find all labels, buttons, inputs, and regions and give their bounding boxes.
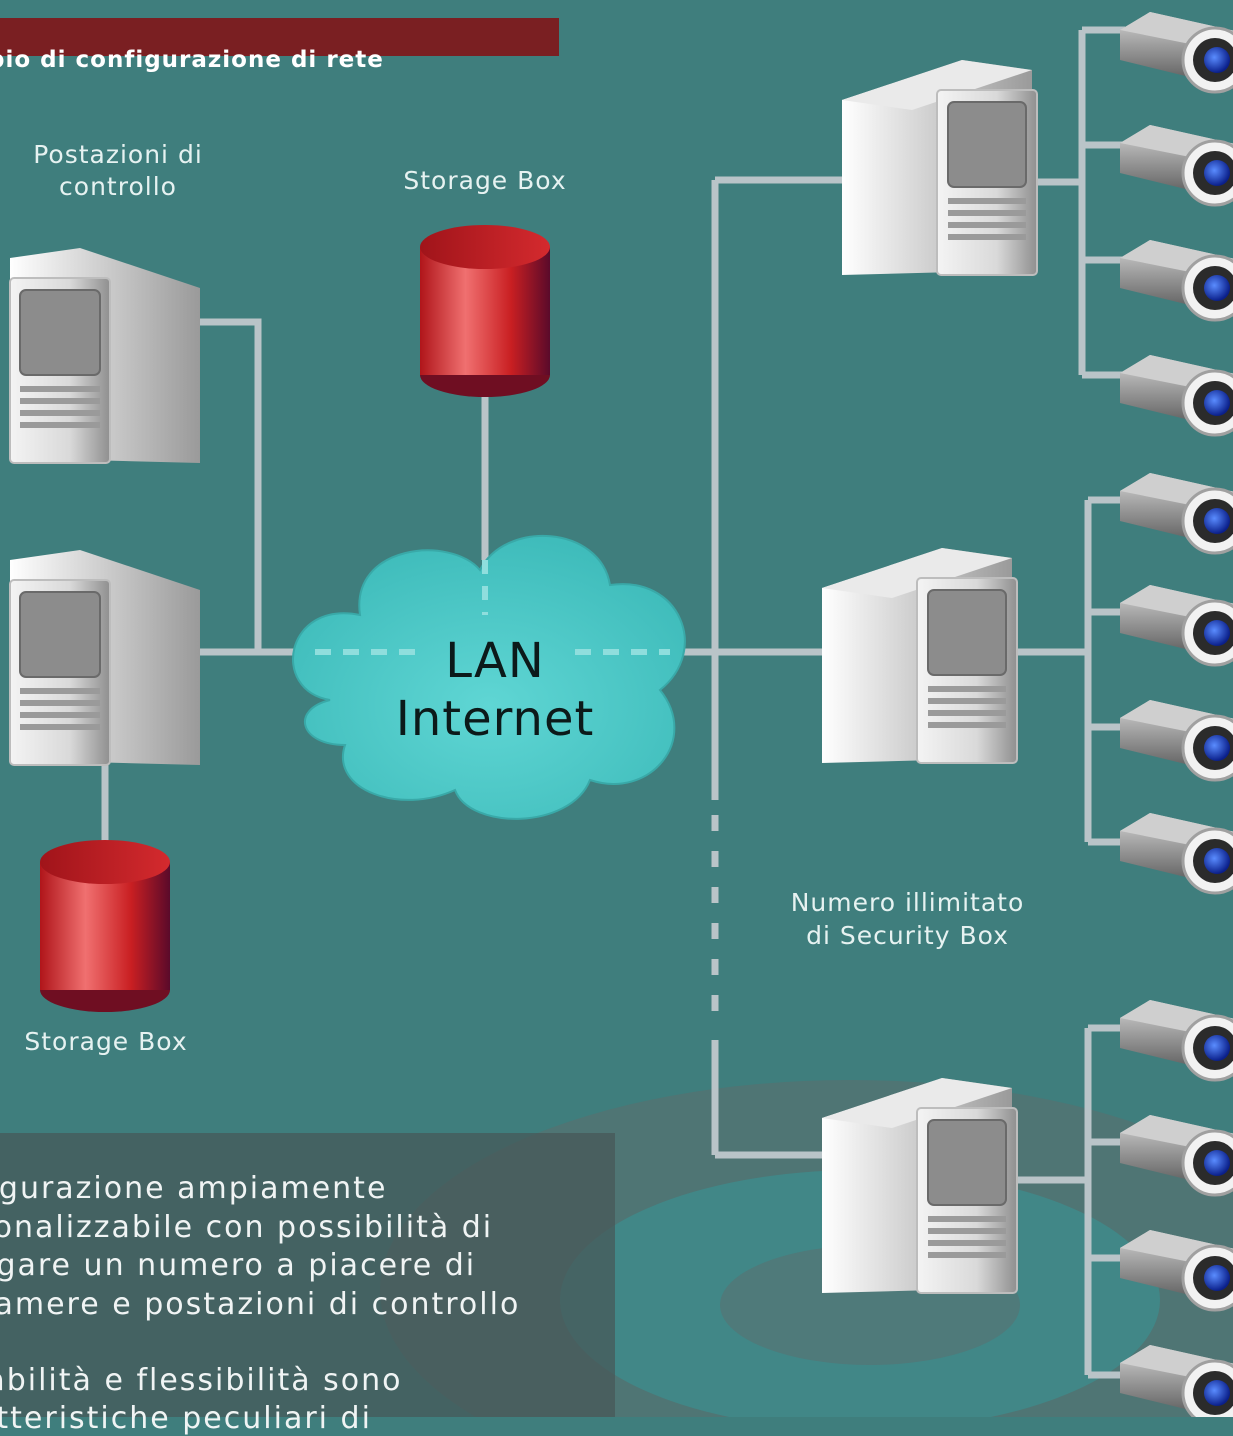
description-panel: figurazione ampiamente sonalizzabile con…	[0, 1133, 615, 1436]
cloud-label: LAN Internet	[370, 632, 620, 748]
control-stations-label-1: Postazioni di	[33, 140, 203, 169]
security-box-2	[821, 547, 1018, 764]
description-line: egare un numero a piacere di	[0, 1248, 477, 1283]
camera-icon	[1118, 123, 1233, 207]
storage-box-top-label: Storage Box	[403, 166, 567, 195]
security-boxes-label-1: Numero illimitato	[790, 888, 1025, 917]
cloud-label-internet: Internet	[395, 691, 595, 747]
control-station-1	[9, 247, 201, 464]
camera-icon	[1118, 583, 1233, 667]
camera-icon	[1118, 811, 1233, 895]
security-boxes-label-2: di Security Box	[806, 921, 1009, 950]
lan-cloud	[292, 534, 686, 820]
connectors	[101, 26, 1125, 1379]
description-line: figurazione ampiamente	[0, 1171, 388, 1206]
storage-box-bottom-label: Storage Box	[24, 1027, 188, 1056]
description-line: camere e postazioni di controllo	[0, 1287, 521, 1322]
security-box-1	[841, 59, 1038, 276]
camera-icon	[1118, 10, 1233, 94]
control-stations-label-2: controllo	[59, 172, 177, 201]
camera-icon	[1118, 353, 1233, 437]
control-station-2	[9, 549, 201, 766]
camera-icon	[1118, 471, 1233, 555]
security-box-3	[821, 1077, 1018, 1294]
storage-box-bottom-icon	[40, 840, 170, 1012]
description-line: labilità e flessibilità sono	[0, 1363, 403, 1398]
description-line: atteristiche peculiari di	[0, 1401, 372, 1436]
storage-box-top-icon	[420, 225, 550, 397]
title-bar: pio di configurazione di rete	[0, 18, 559, 73]
description-line: sonalizzabile con possibilità di	[0, 1210, 494, 1245]
page-title: pio di configurazione di rete	[0, 47, 384, 73]
camera-icon	[1118, 238, 1233, 322]
cloud-label-lan: LAN	[445, 633, 545, 689]
camera-icon	[1118, 698, 1233, 782]
camera-icon	[1118, 998, 1233, 1082]
